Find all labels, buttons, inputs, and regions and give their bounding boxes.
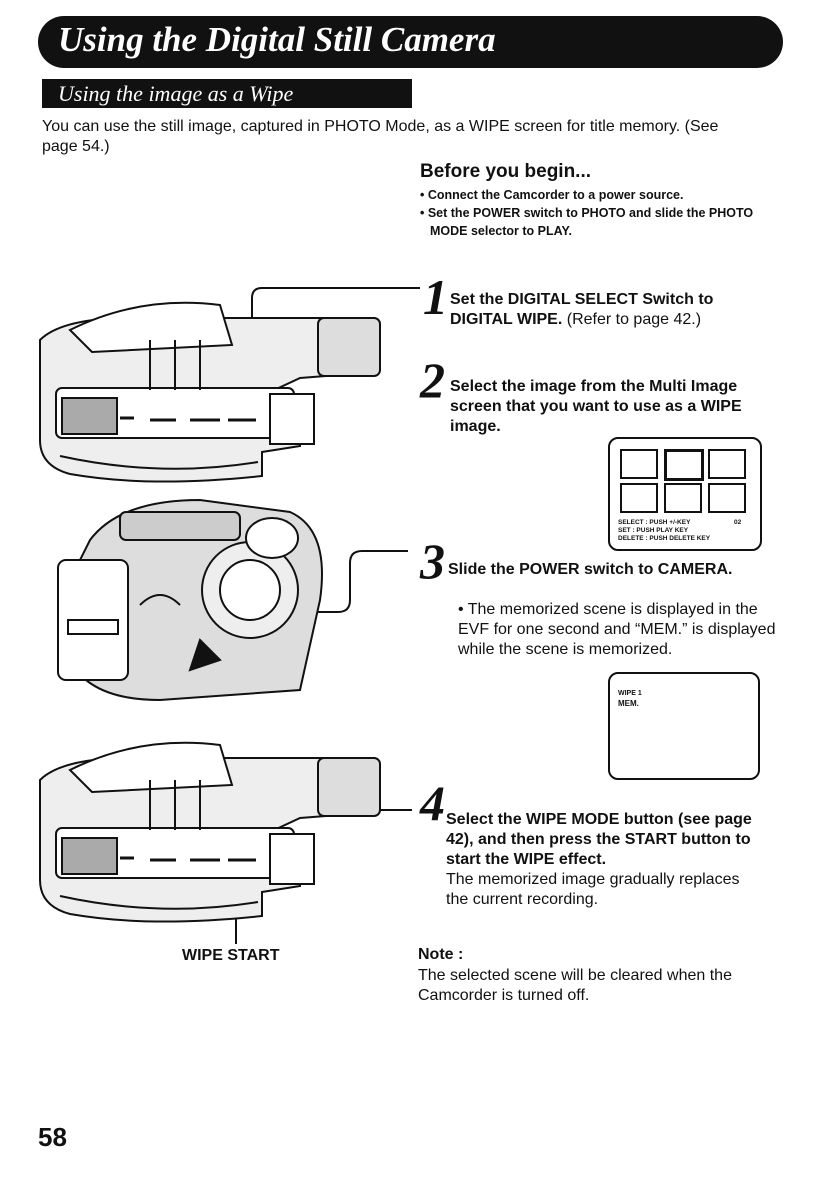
camcorder-side-view-1 <box>39 301 381 483</box>
callout-line-1 <box>251 287 420 470</box>
mem-indicator: MEM. <box>618 699 639 708</box>
step-3-title: Slide the POWER switch to CAMERA. <box>448 561 733 578</box>
multi-image-screen: SELECT : PUSH +/-KEY 02 SET : PUSH PLAY … <box>608 437 762 551</box>
before-heading: Before you begin... <box>420 161 592 182</box>
page-title: Using the Digital Still Camera <box>58 20 496 59</box>
before-item: • Connect the Camcorder to a power sourc… <box>420 188 684 202</box>
screen-line: SET : PUSH PLAY KEY <box>618 527 689 534</box>
step-number: 2 <box>420 352 445 408</box>
title-banner <box>38 16 783 68</box>
before-item: • Set the POWER switch to PHOTO and slid… <box>420 206 754 238</box>
thumbnail <box>708 449 746 479</box>
camcorder-side-view-2 <box>39 741 381 923</box>
camcorder-front-view <box>57 498 323 702</box>
thumbnail <box>620 483 658 513</box>
section-title: Using the image as a Wipe <box>58 81 294 106</box>
thumbnail <box>708 483 746 513</box>
screen-line: DELETE : PUSH DELETE KEY <box>618 535 711 542</box>
step-1-text: Set the DIGITAL SELECT Switch to DIGITAL… <box>450 290 780 330</box>
step-number: 4 <box>420 775 445 831</box>
wipe-label: WIPE 1 <box>618 690 642 697</box>
thumbnail-selected <box>664 449 704 481</box>
intro-text: You can use the still image, captured in… <box>42 118 719 155</box>
step-4-body: The memorized image gradually replaces t… <box>446 871 740 908</box>
step-2-title: Select the image from the Multi Image sc… <box>450 378 742 435</box>
step-3-body: • The memorized scene is displayed in th… <box>458 601 776 658</box>
wipe-start-label: WIPE START <box>182 947 280 964</box>
step-4-title: Select the WIPE MODE button (see page 42… <box>446 811 752 868</box>
section-bar <box>42 79 412 108</box>
step-1-title: Set the DIGITAL SELECT Switch to DIGITAL… <box>450 291 714 328</box>
before-list: • Connect the Camcorder to a power sourc… <box>420 186 780 240</box>
note-text: The selected scene will be cleared when … <box>418 967 732 1004</box>
thumbnail <box>620 449 658 479</box>
step-1-ref: (Refer to page 42.) <box>562 311 702 328</box>
step-number: 1 <box>423 269 448 325</box>
wipe-screen: WIPE 1 MEM. <box>608 672 760 780</box>
selected-number: 02 <box>734 519 742 526</box>
note-label: Note : <box>418 946 464 963</box>
screen-line: SELECT : PUSH +/-KEY <box>618 519 691 526</box>
thumbnail <box>664 483 702 513</box>
step-number: 3 <box>420 533 445 589</box>
callout-line-3 <box>220 550 408 613</box>
page-number: 58 <box>38 1122 67 1152</box>
